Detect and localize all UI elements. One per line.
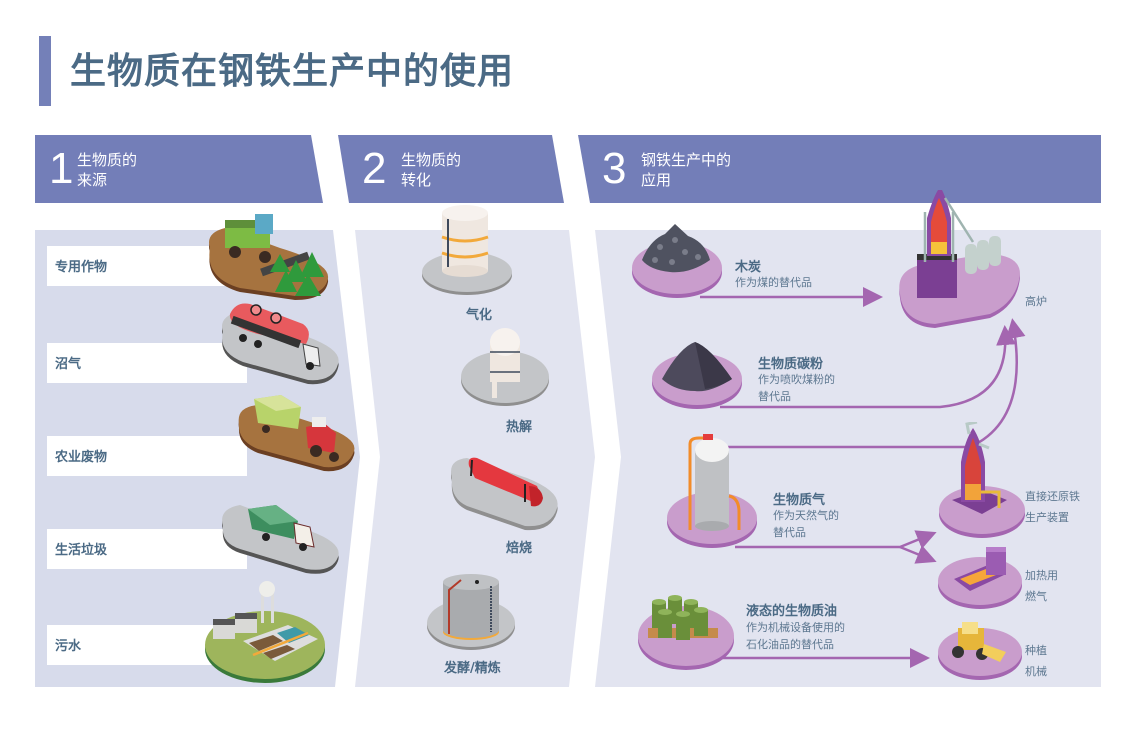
application-title: 木炭 xyxy=(735,260,762,275)
tanker-truck-icon xyxy=(222,303,339,385)
target-label-line1: 高炉 xyxy=(1025,295,1047,308)
application-desc-line1: 作为煤的替代品 xyxy=(735,276,812,289)
page-title: 生物质在钢铁生产中的使用 xyxy=(70,51,515,92)
target-label: 种植 机械 xyxy=(1025,640,1047,682)
garbage-truck-icon xyxy=(222,505,339,574)
title-accent-bar xyxy=(39,36,51,106)
dri-plant-icon xyxy=(939,422,1025,538)
source-item: 生活垃圾 xyxy=(47,529,247,569)
section-title: 钢铁生产中的 应用 xyxy=(641,150,731,190)
target-label: 直接还原铁 生产装置 xyxy=(1025,486,1080,528)
application-desc-line1: 作为喷吹煤粉的 xyxy=(758,373,835,386)
water-treatment-plant-icon xyxy=(205,581,325,683)
application-desc: 作为煤的替代品 xyxy=(735,274,812,291)
reheating-furnace-icon xyxy=(938,547,1022,609)
target-label-line2: 生产装置 xyxy=(1025,511,1069,524)
combine-harvester-icon xyxy=(209,214,329,300)
section-title: 生物质的 来源 xyxy=(77,150,137,190)
section-number: 2 xyxy=(362,144,387,193)
section-number: 1 xyxy=(49,144,74,193)
application-desc: 作为机械设备使用的 石化油品的替代品 xyxy=(746,619,845,653)
application-desc-line2: 替代品 xyxy=(758,390,791,403)
application-title: 生物质气 xyxy=(773,493,826,508)
section-title-line2: 应用 xyxy=(641,171,672,189)
target-label-line1: 加热用 xyxy=(1025,569,1058,582)
pyrolysis-reactor-icon xyxy=(461,328,549,406)
target-label-line1: 种植 xyxy=(1025,644,1047,657)
gas-cylinder-icon xyxy=(667,434,757,548)
conversion-label: 焙烧 xyxy=(506,541,533,556)
source-label: 沼气 xyxy=(55,357,82,372)
carbon-powder-icon xyxy=(652,342,742,409)
charcoal-pile-icon xyxy=(632,224,722,298)
fermentation-tank-icon xyxy=(427,574,515,650)
target-label: 加热用 燃气 xyxy=(1025,565,1058,607)
section-header-conversion: 2 生物质的 转化 xyxy=(338,135,564,203)
section-title-line2: 来源 xyxy=(77,171,108,189)
section-number: 3 xyxy=(602,144,627,193)
application-title: 生物质碳粉 xyxy=(758,357,824,372)
target-label: 高炉 xyxy=(1025,291,1047,312)
section-title-line2: 转化 xyxy=(401,171,432,189)
application-desc-line2: 石化油品的替代品 xyxy=(746,638,834,651)
target-label-line2: 机械 xyxy=(1025,665,1047,678)
source-label: 生活垃圾 xyxy=(55,543,108,558)
farm-machinery-icon xyxy=(938,622,1022,680)
application-desc-line1: 作为天然气的 xyxy=(773,509,839,522)
source-item: 沼气 xyxy=(47,343,247,383)
source-label: 农业废物 xyxy=(55,450,108,465)
section-title-line1: 生物质的 xyxy=(401,151,462,169)
application-title: 液态的生物质油 xyxy=(746,604,838,619)
application-desc-line1: 作为机械设备使用的 xyxy=(746,621,845,634)
conversion-label: 气化 xyxy=(466,308,493,323)
section-header-sources: 1 生物质的 来源 xyxy=(35,135,323,203)
tractor-trailer-icon xyxy=(238,395,355,472)
conversion-label: 热解 xyxy=(506,420,533,435)
section-header-application: 3 钢铁生产中的 应用 xyxy=(578,135,1101,203)
section-title-line1: 钢铁生产中的 xyxy=(641,151,732,169)
application-desc: 作为喷吹煤粉的 替代品 xyxy=(758,371,835,405)
oil-barrels-icon xyxy=(638,595,734,670)
application-desc-line2: 替代品 xyxy=(773,526,806,539)
source-label: 污水 xyxy=(55,639,82,654)
blast-furnace-icon xyxy=(899,190,1020,328)
target-label-line1: 直接还原铁 xyxy=(1025,490,1080,503)
gasifier-tank-icon xyxy=(422,205,512,295)
torrefaction-drum-icon xyxy=(451,457,558,531)
application-desc: 作为天然气的 替代品 xyxy=(773,507,839,541)
section-title-line1: 生物质的 xyxy=(77,151,138,169)
source-item: 农业废物 xyxy=(47,436,247,476)
conversion-label: 发酵/精炼 xyxy=(444,661,501,676)
source-label: 专用作物 xyxy=(55,260,108,275)
target-label-line2: 燃气 xyxy=(1025,590,1047,603)
section-title: 生物质的 转化 xyxy=(401,150,461,190)
